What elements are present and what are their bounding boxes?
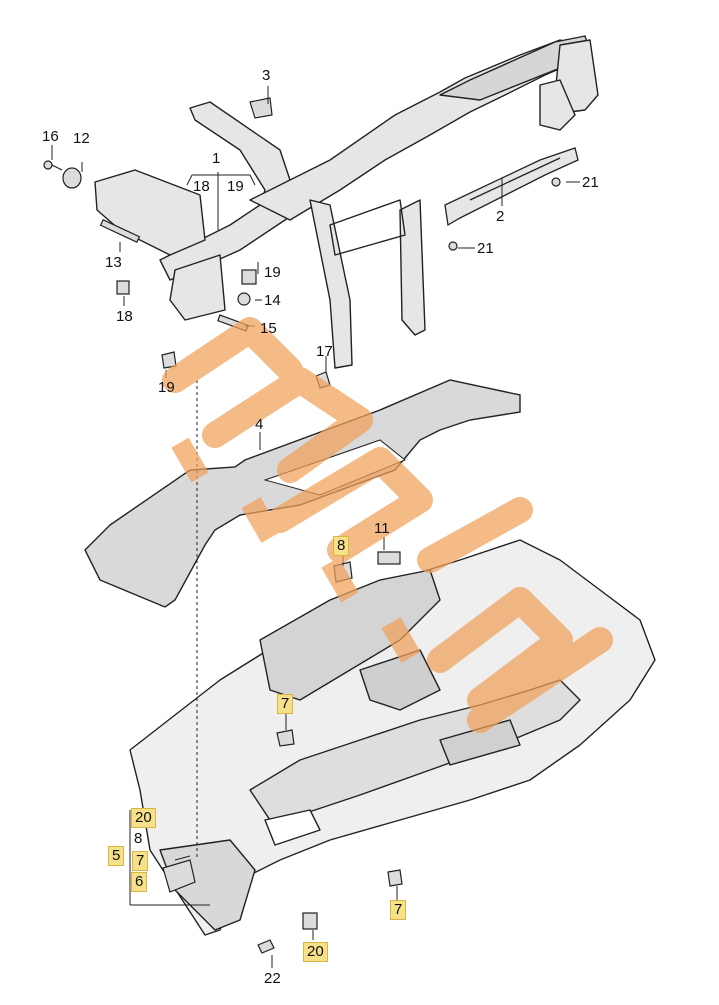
callout-22: 22 <box>264 970 281 987</box>
callout-11: 11 <box>374 520 390 537</box>
callout-6: 6 <box>131 872 148 892</box>
callout-19-b: 19 <box>158 379 175 396</box>
callout-20-b: 20 <box>303 942 328 962</box>
callout-18-left: 18 <box>193 178 210 195</box>
callout-16: 16 <box>42 128 59 145</box>
callout-21-a: 21 <box>582 174 599 191</box>
callout-19-right: 19 <box>227 178 244 195</box>
callout-21-b: 21 <box>477 240 494 257</box>
callout-8-top: 8 <box>333 536 350 556</box>
callout-14: 14 <box>264 292 281 309</box>
callout-7-a: 7 <box>277 694 294 714</box>
callout-5: 5 <box>108 846 125 866</box>
callout-7-b: 7 <box>132 851 149 871</box>
callout-15: 15 <box>260 320 277 337</box>
cross-car-beam <box>94 35 599 369</box>
callout-19-a: 19 <box>264 264 281 281</box>
bracket-part <box>444 147 579 227</box>
callout-1: 1 <box>212 150 221 167</box>
callout-4: 4 <box>255 416 264 433</box>
callout-8-bottom: 8 <box>134 830 143 847</box>
callout-20-a: 20 <box>131 808 156 828</box>
callout-2: 2 <box>496 208 505 225</box>
callout-7-c: 7 <box>390 900 407 920</box>
callout-12: 12 <box>73 130 90 147</box>
callout-18: 18 <box>116 308 133 325</box>
callout-13: 13 <box>105 254 122 271</box>
callout-17: 17 <box>316 343 333 360</box>
callout-3: 3 <box>262 67 271 84</box>
